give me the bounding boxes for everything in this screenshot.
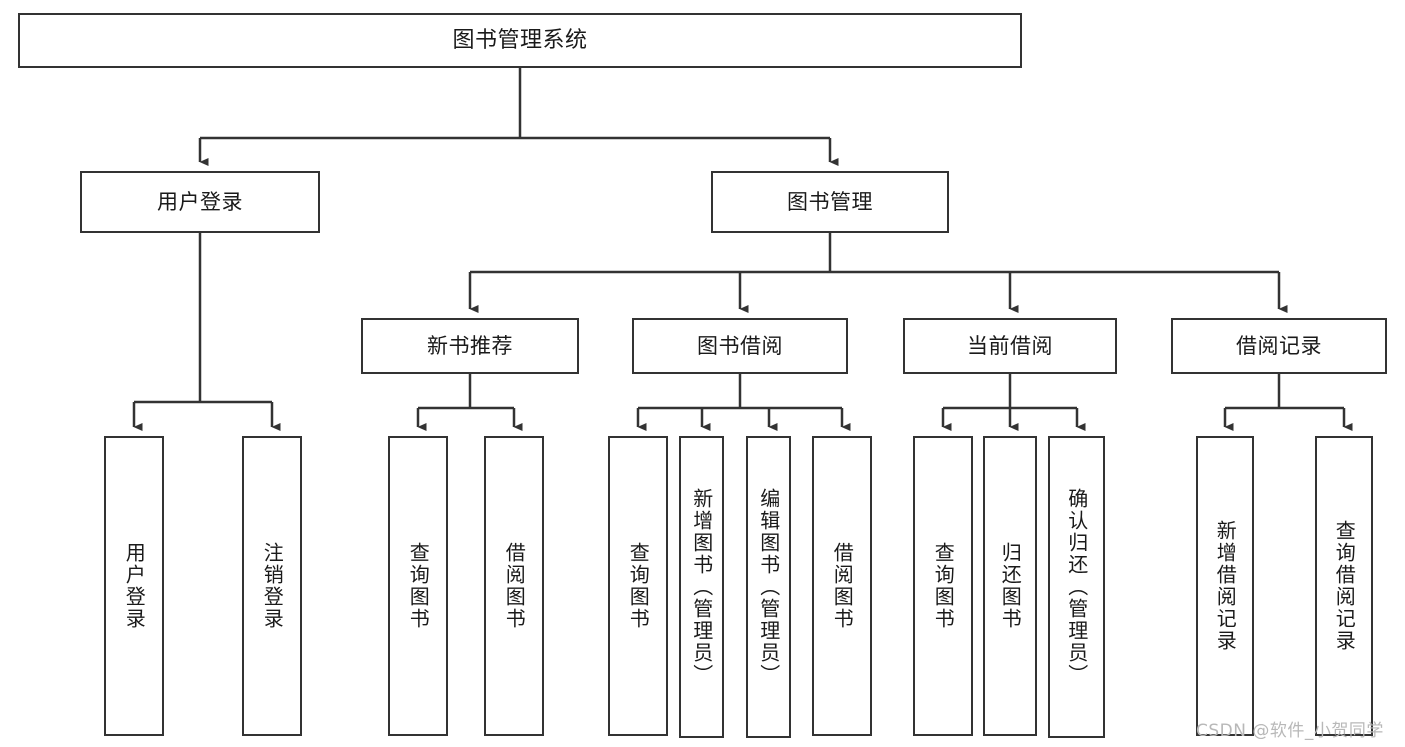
- node-label: 确认归还（管理员）: [1064, 488, 1089, 686]
- node-leaf-2[interactable]: 注销登录: [242, 436, 302, 736]
- node-leaf-1[interactable]: 用户登录: [104, 436, 164, 736]
- node-l3-3[interactable]: 当前借阅: [903, 318, 1117, 374]
- node-label: 编辑图书（管理员）: [756, 488, 781, 686]
- node-leaf-7[interactable]: 编辑图书（管理员）: [746, 436, 791, 738]
- node-leaf-3[interactable]: 查询图书: [388, 436, 448, 736]
- node-label: 查询图书: [931, 542, 956, 630]
- node-label: 借阅记录: [1236, 333, 1322, 358]
- node-label: 用户登录: [122, 542, 147, 630]
- node-leaf-13[interactable]: 查询借阅记录: [1315, 436, 1373, 736]
- node-l3-4[interactable]: 借阅记录: [1171, 318, 1387, 374]
- node-l2-2[interactable]: 图书管理: [711, 171, 949, 233]
- node-l3-2[interactable]: 图书借阅: [632, 318, 848, 374]
- node-label: 用户登录: [157, 189, 243, 214]
- node-leaf-9[interactable]: 查询图书: [913, 436, 973, 736]
- node-label: 当前借阅: [967, 333, 1053, 358]
- node-label: 归还图书: [998, 542, 1023, 630]
- node-label: 查询借阅记录: [1332, 520, 1357, 652]
- node-root[interactable]: 图书管理系统: [18, 13, 1022, 68]
- node-label: 借阅图书: [830, 542, 855, 630]
- node-leaf-8[interactable]: 借阅图书: [812, 436, 872, 736]
- node-label: 查询图书: [406, 542, 431, 630]
- node-leaf-5[interactable]: 查询图书: [608, 436, 668, 736]
- node-leaf-12[interactable]: 新增借阅记录: [1196, 436, 1254, 736]
- node-label: 图书借阅: [697, 333, 783, 358]
- node-label: 新增借阅记录: [1213, 520, 1238, 652]
- node-l3-1[interactable]: 新书推荐: [361, 318, 579, 374]
- node-label: 图书管理: [787, 189, 873, 214]
- node-label: 借阅图书: [502, 542, 527, 630]
- node-leaf-6[interactable]: 新增图书（管理员）: [679, 436, 724, 738]
- node-label: 图书管理系统: [452, 27, 588, 53]
- node-leaf-10[interactable]: 归还图书: [983, 436, 1037, 736]
- node-leaf-11[interactable]: 确认归还（管理员）: [1048, 436, 1105, 738]
- node-label: 新增图书（管理员）: [689, 488, 714, 686]
- node-leaf-4[interactable]: 借阅图书: [484, 436, 544, 736]
- node-label: 新书推荐: [427, 333, 513, 358]
- node-l2-1[interactable]: 用户登录: [80, 171, 320, 233]
- node-label: 查询图书: [626, 542, 651, 630]
- node-label: 注销登录: [260, 542, 285, 630]
